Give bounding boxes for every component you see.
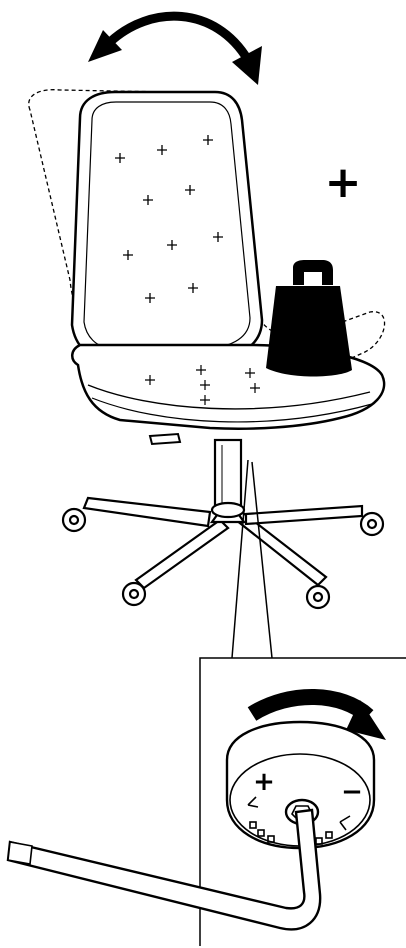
tilt-arrow-icon [88, 16, 262, 85]
weight-icon [266, 260, 352, 377]
dial-plus-mark: + [253, 767, 275, 797]
chair-base [84, 498, 362, 588]
dial-minus-mark: − [341, 777, 363, 807]
seat-lever [150, 434, 180, 444]
chair-backrest [72, 92, 262, 360]
gas-cylinder [215, 440, 241, 510]
increase-sign: + [325, 157, 362, 208]
